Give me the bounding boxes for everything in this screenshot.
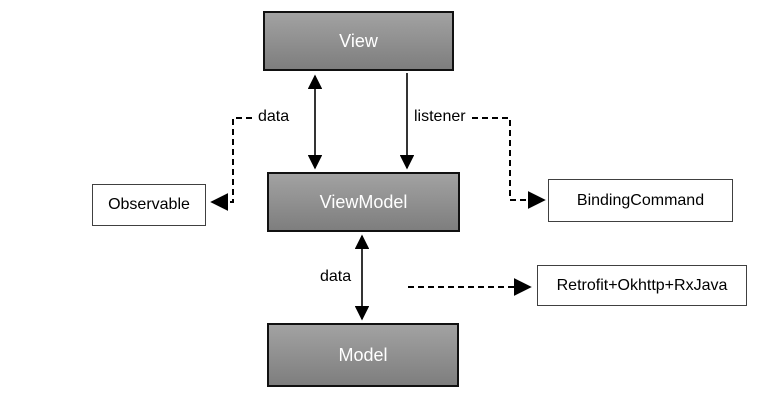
node-view-label: View	[339, 30, 378, 51]
node-model-label: Model	[338, 344, 388, 365]
edge-label-data-top: data	[258, 108, 290, 125]
node-viewmodel: ViewModel	[267, 172, 460, 232]
node-observable-label: Observable	[108, 196, 190, 213]
edge-label-data-bottom: data	[320, 268, 352, 285]
edge-label-listener: listener	[414, 108, 466, 125]
node-observable: Observable	[92, 184, 206, 226]
node-model: Model	[267, 323, 459, 387]
node-network: Retrofit+Okhttp+RxJava	[537, 265, 747, 306]
node-viewmodel-label: ViewModel	[319, 191, 408, 212]
data-observable-dashed-arrow	[210, 117, 252, 211]
node-bindingcommand: BindingCommand	[548, 179, 733, 222]
node-view: View	[263, 11, 454, 71]
node-network-label: Retrofit+Okhttp+RxJava	[556, 276, 728, 294]
node-bindingcommand-label: BindingCommand	[576, 191, 705, 209]
listener-bindingcommand-dashed-arrow	[472, 117, 546, 209]
